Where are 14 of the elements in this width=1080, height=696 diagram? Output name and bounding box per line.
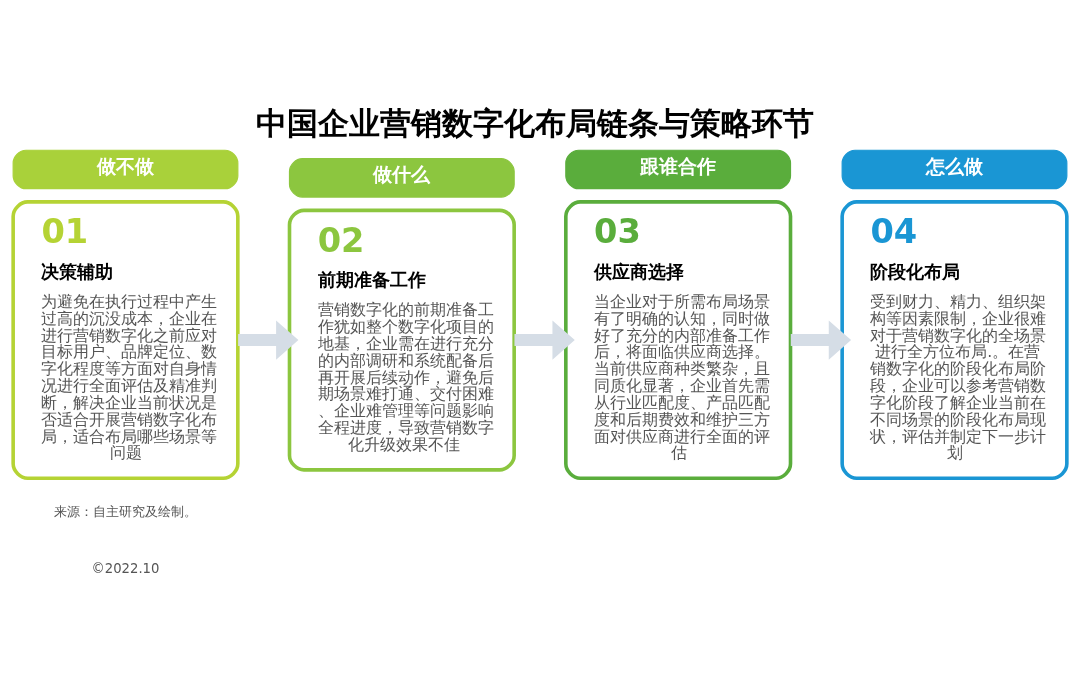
arrow bbox=[238, 320, 299, 360]
label: ©2022.10 bbox=[91, 560, 160, 576]
node-box: 01 决策辅助 为避免在执行过程中产生过高的沉没成本，企业在进行营销数字化之前应对目标用户、品牌定位、数字化程度等方面对自身情况进行全面评估及精准判断，解决企业当前状况是否适合开展营销数字化布局，适合布局哪些场景等问题 bbox=[11, 199, 240, 480]
arrow bbox=[514, 320, 575, 360]
label: 来源：自主研究及绘制。 bbox=[54, 503, 197, 519]
diagram-title: 中国企业营销数字化布局链条与策略环节 bbox=[255, 104, 814, 141]
arrow bbox=[790, 320, 852, 360]
node-box: 04 阶段化布局 受到财力、精力、组织架构等因素限制，企业很难对于营销数字化的全场景进行全方位布局.。在营销数字化的阶段化布局阶段，企业可以参考营销数字化阶段了解企业当前在不同场景的阶段化布局现状，评估并制定下一步计划 bbox=[840, 199, 1069, 480]
node-box: 做什么 bbox=[288, 157, 515, 198]
node-box: 做不做 bbox=[12, 149, 239, 189]
node-box: 怎么做 bbox=[841, 149, 1068, 189]
node-box: 跟谁合作 bbox=[565, 149, 792, 189]
node-box: 03 供应商选择 当企业对于所需布局场景有了明确的认知，同时做好了充分的内部准备工作后，将面临供应商选择。当前供应商种类繁杂，且同质化显著，企业首先需从行业匹配度、产品匹配度和后期费效和维护三方面对供应商进行全面的评估 bbox=[564, 199, 793, 480]
node-box: 02 前期准备工作 营销数字化的前期准备工作犹如整个数字化项目的地基，企业需在进行充分的内部调研和系统配备后再开展后续动作，避免后期场景难打通、交付困难、企业难管理等问题影响全程进度，导致营销数字化升级效果不佳 bbox=[287, 208, 516, 472]
